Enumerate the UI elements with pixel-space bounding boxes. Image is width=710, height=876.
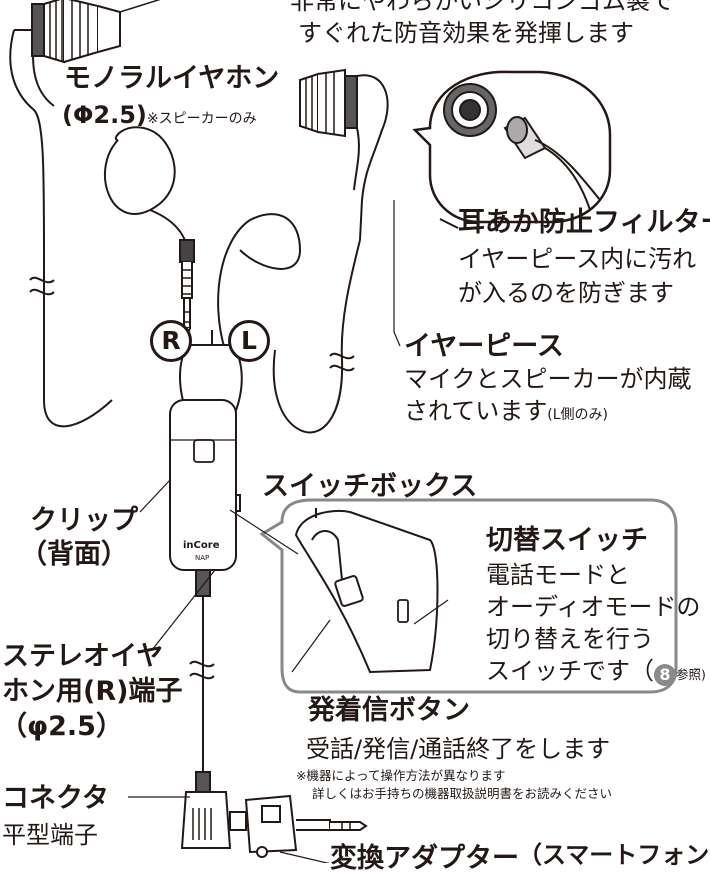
l-cord-break — [329, 352, 355, 372]
connector-title: コネクタ — [2, 783, 109, 814]
top-text-line1: 非常にやわらかいシリコンゴム製で — [290, 0, 674, 15]
clip-leader — [139, 479, 171, 513]
stereo-line3: （φ2.5） — [0, 711, 123, 742]
call-button-title: 発着信ボタン — [308, 695, 470, 726]
switch-desc4: スイッチです（ — [486, 657, 654, 685]
call-button-desc: 受話/発信/通話終了をします — [306, 735, 611, 763]
adapter-leader — [279, 851, 330, 863]
connector-desc: 平型端子 — [2, 821, 98, 849]
call-button-note1: ※機器によって操作方法が異なります — [296, 768, 506, 783]
earpiece-desc2: されています — [404, 397, 548, 425]
mono-cord-break — [29, 276, 55, 296]
clip-line2: （背面） — [20, 539, 128, 570]
mono-earphone — [9, 0, 161, 330]
cord-loop — [103, 126, 176, 215]
switch-desc2: オーディオモードの — [486, 593, 701, 621]
switchbox-body: inCore NAP — [169, 344, 243, 571]
mono-note: ※スピーカーのみ — [146, 111, 257, 127]
earpiece-leader — [393, 200, 401, 347]
call-button-note2: 詳しくはお手持ちの機器取扱説明書をお読みください — [312, 786, 613, 801]
filter-leader — [439, 218, 459, 229]
stereo-line1: ステレオイヤ — [2, 641, 164, 672]
switch-desc3: 切り替えを行う — [486, 625, 654, 653]
mono-title: モノラルイヤホン — [64, 63, 280, 94]
r-earphone-cord — [272, 239, 361, 434]
svg-text:inCore: inCore — [183, 540, 220, 551]
switchbox-title: スイッチボックス — [262, 471, 478, 502]
filter-title: 耳あか防止フィルター — [458, 207, 710, 238]
stereo-leader — [151, 569, 216, 651]
connector — [180, 771, 247, 849]
eartip-zoom — [412, 70, 612, 224]
r-plug — [179, 239, 195, 339]
mono-cord — [43, 330, 113, 428]
filter-desc1: イヤーピース内に汚れ — [458, 245, 697, 273]
switch-desc1: 電話モードと — [486, 561, 630, 589]
adapter — [244, 794, 368, 858]
r-marker: R — [150, 320, 192, 362]
filter-desc2: が入るのを防ぎます — [458, 279, 674, 307]
top-text-line2: すぐれた防音効果を発揮します — [298, 19, 634, 47]
earpiece-desc2-line: されています(L側のみ) — [404, 396, 608, 426]
clip-line1: クリップ — [30, 505, 138, 536]
earpiece-desc1: マイクとスピーカーが内蔵 — [404, 365, 692, 393]
switchbox-zoom — [259, 498, 678, 694]
mono-spec: (Φ2.5) — [62, 101, 147, 129]
l-marker: L — [228, 320, 270, 362]
stereo-line2: ホン用(R)端子 — [2, 676, 183, 707]
l-cord-loop — [217, 213, 302, 351]
zoom-to-box — [229, 509, 299, 555]
adapter-title: 変換アダプター — [330, 843, 519, 874]
bottom-cord-break — [189, 660, 215, 680]
r-earphone — [299, 68, 389, 241]
svg-text:NAP: NAP — [195, 554, 209, 562]
adapter-sub: （スマートフォン — [518, 841, 710, 869]
mono-spec-line: (Φ2.5)※スピーカーのみ — [62, 100, 257, 130]
button-leader — [291, 619, 331, 673]
ref-8-badge: 8 — [654, 663, 676, 686]
ref-label: 参照) — [676, 667, 706, 682]
earpiece-title: イヤーピース — [404, 331, 564, 362]
earpiece-desc2-note: (L側のみ) — [547, 407, 609, 423]
switch-leader — [413, 599, 449, 625]
switch-title: 切替スイッチ — [486, 525, 648, 556]
